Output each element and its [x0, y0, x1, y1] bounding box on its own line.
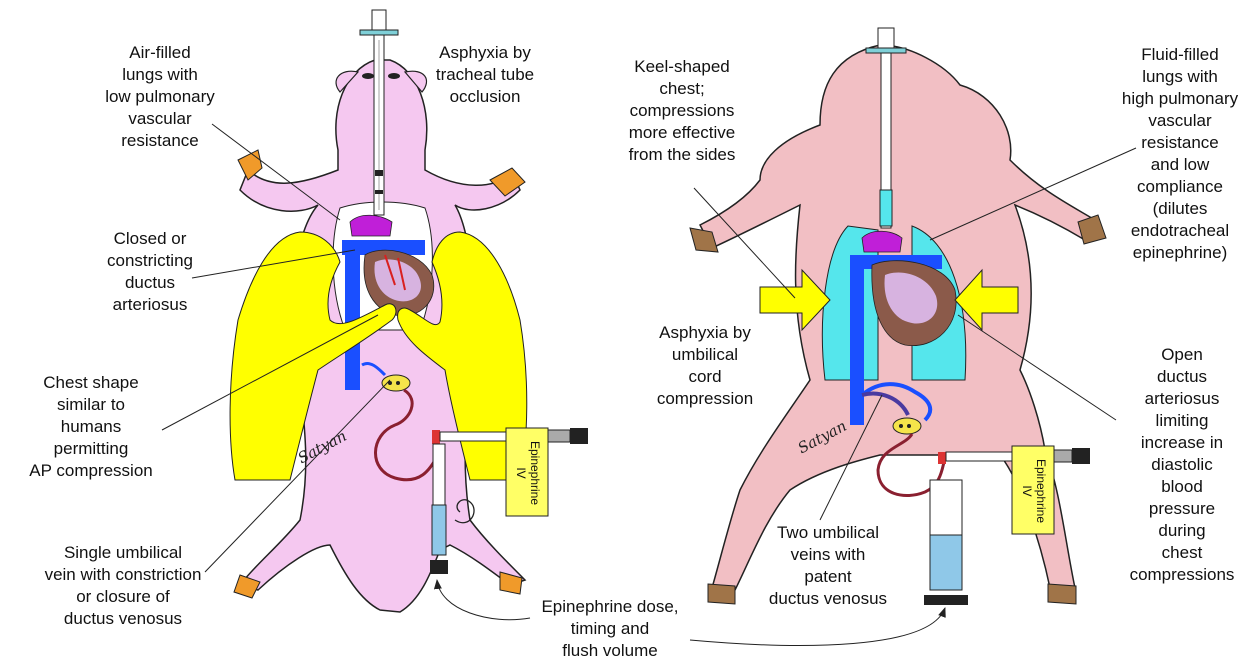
label-chest-shape: Chest shape similar to humans permitting…: [26, 372, 156, 482]
label-fluid-filled-lungs: Fluid-filled lungs with high pulmonary v…: [1110, 44, 1250, 264]
lamb-syringe-label: Epinephrine IV: [1018, 448, 1048, 534]
label-keel-shaped-chest: Keel-shaped chest; compressions more eff…: [612, 56, 752, 166]
label-air-filled-lungs: Air-filled lungs with low pulmonary vasc…: [100, 42, 220, 152]
label-two-umbilical-veins: Two umbilical veins with patent ductus v…: [758, 522, 898, 610]
lamb-hoof: [1048, 584, 1076, 604]
label-closed-ductus-arteriosus: Closed or constricting ductus arteriosus: [95, 228, 205, 316]
label-open-ductus-arteriosus: Open ductus arteriosus limiting increase…: [1112, 344, 1252, 586]
label-single-umbilical-vein: Single umbilical vein with constriction …: [28, 542, 218, 630]
label-asphyxia-tracheal-occlusion: Asphyxia by tracheal tube occlusion: [425, 42, 545, 108]
lamb-hoof: [708, 584, 735, 604]
piglet-syringe-label: Epinephrine IV: [512, 430, 542, 516]
piglet-hoof: [238, 150, 262, 180]
label-epinephrine-dose: Epinephrine dose, timing and flush volum…: [530, 596, 690, 662]
label-asphyxia-umbilical-cord: Asphyxia by umbilical cord compression: [650, 322, 760, 410]
